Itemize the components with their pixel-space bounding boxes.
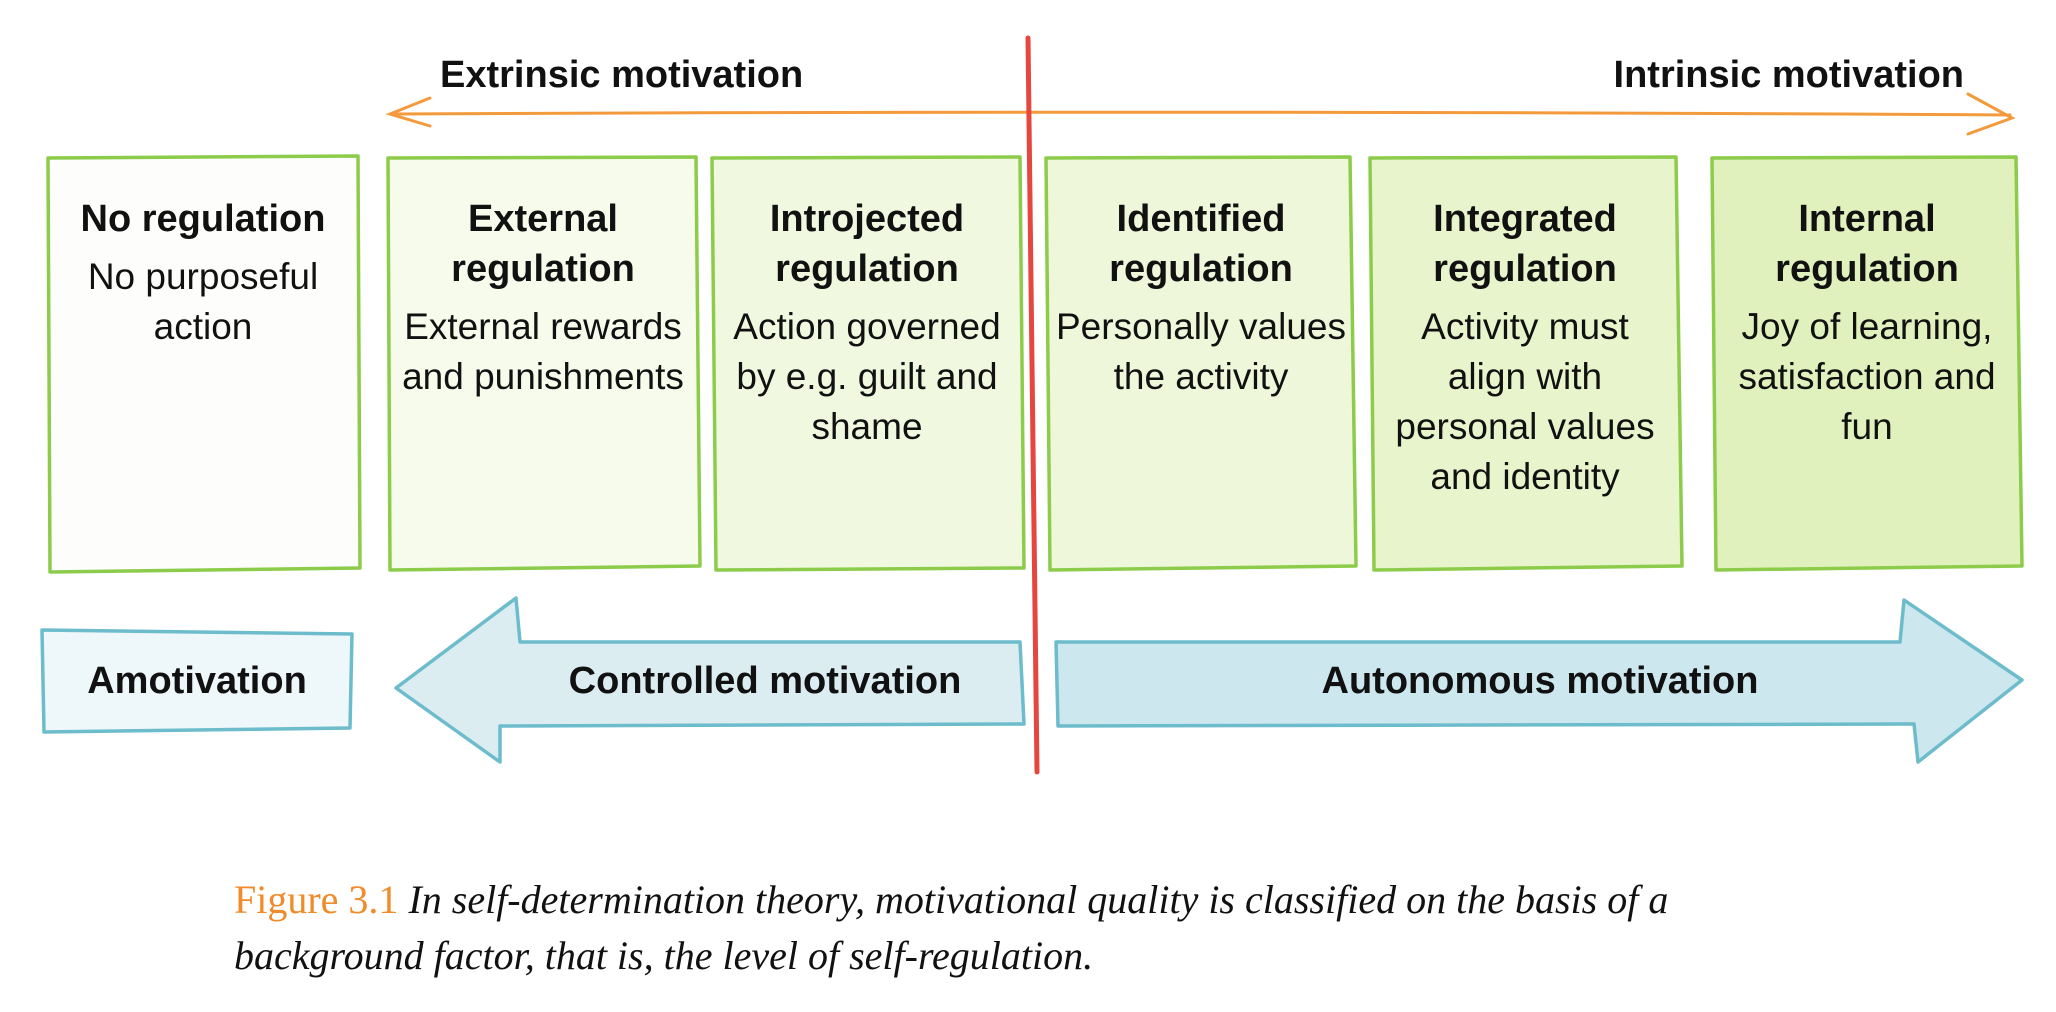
box-title: Integrated regulation: [1433, 198, 1617, 290]
box-title: No regulation: [80, 198, 326, 240]
introjected-regulation-box: Introjected regulation Action governed b…: [712, 158, 1022, 572]
box-identified-regulation: [1044, 155, 1358, 572]
autonomous-motivation-arrow: [1054, 598, 2024, 764]
caption-text: In self-determination theory, motivation…: [234, 877, 1669, 978]
box-internal-regulation: [1710, 155, 2024, 572]
divider-line: [1025, 35, 1040, 775]
figure-number: Figure 3.1: [234, 877, 399, 922]
intrinsic-motivation-label: Intrinsic motivation: [1613, 54, 1964, 96]
box-description: Action governed by e.g. guilt and shame: [733, 306, 1001, 447]
box-external-regulation: [386, 155, 702, 572]
box-description: External rewards and punishments: [402, 306, 684, 397]
extrinsic-motivation-label: Extrinsic motivation: [440, 54, 804, 96]
internal-regulation-box: Internal regulation Joy of learning, sat…: [1712, 158, 2022, 572]
regulation-boxes: [46, 154, 2024, 574]
controlled-motivation-arrow: [394, 596, 1026, 764]
box-integrated-regulation: [1368, 155, 1684, 572]
box-description: Joy of learning, satisfaction and fun: [1738, 306, 1996, 447]
controlled-motivation-label: Controlled motivation: [568, 660, 962, 702]
no-regulation-box: No regulation No purposeful action: [48, 158, 358, 572]
identified-regulation-box: Identified regulation Personally values …: [1046, 158, 1356, 572]
box-no-regulation: [46, 154, 362, 574]
amotivation-band: [40, 628, 354, 734]
box-title: External regulation: [451, 198, 635, 290]
amotivation-label: Amotivation: [87, 660, 307, 702]
box-title: Introjected regulation: [769, 198, 965, 290]
box-description: Activity must align with personal values…: [1395, 306, 1655, 497]
figure-caption: Figure 3.1 In self-determination theory,…: [234, 872, 1854, 984]
scale-arrow: [385, 92, 2016, 136]
integrated-regulation-box: Integrated regulation Activity must alig…: [1370, 158, 1680, 572]
motivation-bands: [40, 596, 2024, 764]
box-title: Internal regulation: [1775, 198, 1959, 290]
box-title: Identified regulation: [1109, 198, 1293, 290]
box-description: No purposeful action: [87, 256, 319, 347]
autonomous-motivation-label: Autonomous motivation: [1321, 660, 1759, 702]
box-introjected-regulation: [710, 155, 1026, 572]
box-description: Personally values the activity: [1056, 306, 1346, 397]
external-regulation-box: External regulation External rewards and…: [388, 158, 698, 572]
